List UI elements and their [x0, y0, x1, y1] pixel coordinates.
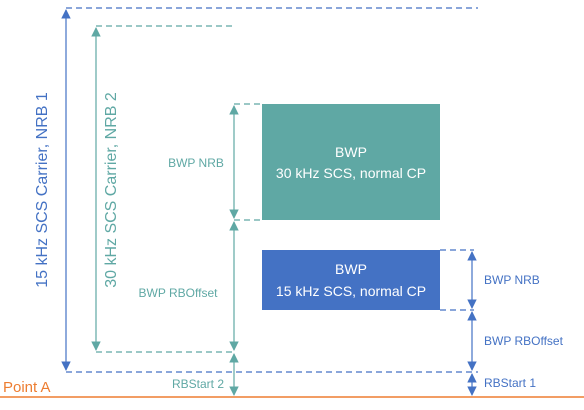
carrier-30-label: 30 kHz SCS Carrier, NRB 2 — [103, 92, 120, 288]
bwp30-nrb-label: BWP NRB — [168, 156, 224, 170]
bwp15-box — [262, 250, 440, 310]
point-a-label: Point A — [3, 379, 51, 396]
carrier-15-label: 15 kHz SCS Carrier, NRB 1 — [34, 92, 51, 288]
rbstart1-label: RBStart 1 — [484, 376, 536, 390]
rbstart2-label: RBStart 2 — [172, 377, 224, 391]
bwp15-subtitle: 15 kHz SCS, normal CP — [276, 283, 426, 299]
bwp30-subtitle: 30 kHz SCS, normal CP — [276, 165, 426, 181]
bwp15-rboffset-label: BWP RBOffset — [484, 334, 564, 348]
bwp30-title: BWP — [335, 144, 367, 160]
bwp15-nrb-label: BWP NRB — [484, 273, 540, 287]
bwp30-box — [262, 104, 440, 220]
bwp30-rboffset-label: BWP RBOffset — [139, 286, 219, 300]
bwp15-title: BWP — [335, 261, 367, 277]
